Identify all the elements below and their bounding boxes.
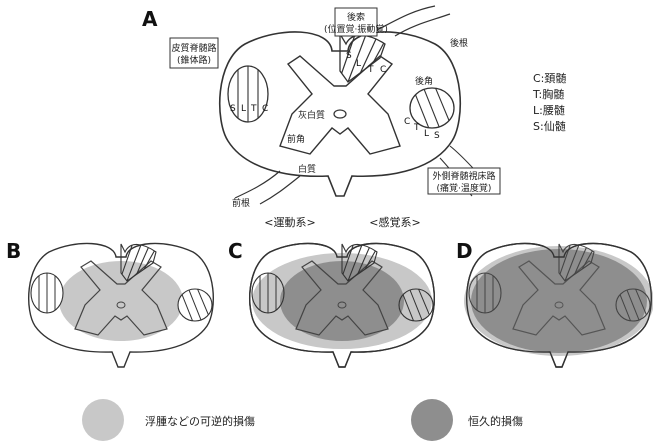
panel-d <box>464 237 653 367</box>
tract-letter: L <box>356 59 361 69</box>
anterior-root <box>235 171 280 198</box>
panel-b <box>29 237 214 367</box>
panel-c-label: C <box>228 239 243 263</box>
tract-letter: C <box>404 117 410 127</box>
legend-permanent: 恒久的損傷 <box>468 414 523 428</box>
legend: 浮腫などの可逆的損傷 恒久的損傷 <box>82 399 523 441</box>
tract-letter: T <box>413 123 420 133</box>
tract-letter: S <box>230 104 236 114</box>
key-item: C:頚髄 <box>533 71 566 85</box>
panel-d-label: D <box>456 239 473 263</box>
anterior-horn-label: 前角 <box>287 133 305 145</box>
tract-letter: T <box>250 104 257 114</box>
tract-letter: C <box>380 65 386 75</box>
legend-reversible: 浮腫などの可逆的損傷 <box>145 414 255 428</box>
sensory-system-label: <感覚系> <box>369 216 420 229</box>
tract-letter: L <box>241 104 246 114</box>
segment-key: C:頚髄 T:胸髄 L:腰髄 S:仙髄 <box>532 71 566 133</box>
spinothalamic-label: 外側脊髄視床路 <box>432 170 495 182</box>
spinothalamic-sublabel: (痛覚·温度覚) <box>437 182 492 194</box>
tract-letter: L <box>424 129 429 139</box>
tract-letter: T <box>367 65 374 75</box>
tract-letter: S <box>346 51 352 61</box>
panel-b-label: B <box>6 239 21 263</box>
posterior-column-sublabel: (位置覚·振動覚) <box>324 23 388 35</box>
key-item: S:仙髄 <box>533 119 566 133</box>
corticospinal-sublabel: (錐体路) <box>177 54 211 66</box>
key-item: L:腰髄 <box>533 103 565 117</box>
motor-system-label: <運動系> <box>264 215 315 229</box>
corticospinal-label: 皮質脊髄路 <box>171 42 216 54</box>
tract-letter: C <box>262 104 268 114</box>
posterior-root-label: 後根 <box>450 37 468 49</box>
posterior-horn-label: 後角 <box>415 75 433 87</box>
panel-c <box>250 237 435 367</box>
tract-letter: S <box>434 131 440 141</box>
panel-a-label: A <box>142 7 158 31</box>
reversible-swatch <box>82 399 124 441</box>
permanent-swatch <box>411 399 453 441</box>
gray-matter-label: 灰白質 <box>298 109 325 121</box>
posterior-column-label: 後索 <box>347 11 365 23</box>
white-matter-label: 白質 <box>298 163 316 175</box>
anterior-root-label: 前根 <box>232 197 250 209</box>
key-item: T:胸髄 <box>532 87 564 101</box>
